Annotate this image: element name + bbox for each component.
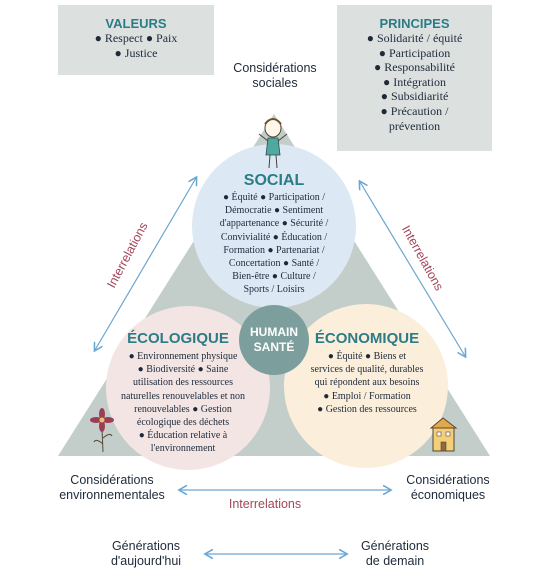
humain-sante-circle xyxy=(239,305,309,375)
label-line: d'aujourd'hui xyxy=(110,554,182,568)
generations-demain-label: Générations de demain xyxy=(350,539,440,569)
flower-icon xyxy=(90,408,114,453)
ecologique-line: ● Biodiversité ● Saine xyxy=(137,364,229,376)
label-line: Générations xyxy=(111,539,181,553)
label-line: Considérations xyxy=(406,473,490,487)
economique-line: qui répondent aux besoins xyxy=(314,377,420,389)
generations-aujourdhui-label: Générations d'aujourd'hui xyxy=(96,539,196,569)
ecologique-line: naturelles renouvelables et non xyxy=(120,390,246,402)
economique-line: services de qualité, durables xyxy=(310,364,424,376)
social-title: SOCIAL xyxy=(243,172,305,189)
social-line: Démocratie ● Sentiment xyxy=(224,205,324,217)
humain-sante-label: HUMAIN SANTÉ xyxy=(239,325,309,355)
label-line: économiques xyxy=(410,488,486,502)
ecologique-content: ● Environnement physique ● Biodiversité … xyxy=(106,350,260,456)
ecologique-line: l'environnement xyxy=(150,443,216,455)
social-line: Concertation ● Santé / xyxy=(228,258,320,270)
social-line: Sports / Loisirs xyxy=(243,284,305,296)
social-line: d'appartenance ● Sécurité / xyxy=(219,218,329,230)
valeurs-line: ● Respect ● Paix xyxy=(94,31,178,45)
principes-line: ● Responsabilité xyxy=(374,60,455,75)
principes-line: ● Intégration xyxy=(383,74,446,89)
left-interrelations-label: Interrelations xyxy=(104,220,150,290)
ecologique-line: écologique des déchets xyxy=(136,417,230,429)
valeurs-title: VALEURS xyxy=(105,16,167,31)
label-line: de demain xyxy=(365,554,425,568)
ecologique-title: ÉCOLOGIQUE xyxy=(127,330,229,347)
social-line: ● Équité ● Participation / xyxy=(222,192,326,203)
social-line: Bien-être ● Culture / xyxy=(232,271,316,283)
label-line: Générations xyxy=(360,539,430,553)
principes-title: PRINCIPES xyxy=(379,16,450,31)
valeurs-line: ● Justice xyxy=(114,45,158,60)
economique-line: ● Gestion des ressources xyxy=(317,403,417,415)
social-line: Formation ● Partenariat / xyxy=(223,244,325,256)
economique-line: ● Équité ● Biens et xyxy=(327,351,407,362)
valeurs-box: VALEURS ● Respect ● Paix ● Justice xyxy=(58,5,214,75)
centre-line: HUMAIN xyxy=(250,325,298,339)
social-content: ● Équité ● Participation / Démocratie ● … xyxy=(204,191,344,297)
principes-line: prévention xyxy=(388,118,441,133)
woman-figure-icon xyxy=(258,118,288,169)
considerations-economiques-label: Considérations économiques xyxy=(392,473,504,503)
label-line: Considérations xyxy=(233,61,317,75)
centre-line: SANTÉ xyxy=(253,340,295,354)
economique-content: ● Équité ● Biens et services de qualité,… xyxy=(294,350,440,416)
considerations-environnementales-label: Considérations environnementales xyxy=(42,473,182,503)
principes-line: ● Subsidiarité xyxy=(380,89,449,104)
ecologique-line: utilisation des ressources xyxy=(133,377,233,389)
bottom-interrelations-label: Interrelations xyxy=(228,497,302,511)
principes-line: ● Précaution / xyxy=(380,103,449,118)
social-line: Convivialité ● Éducation / xyxy=(220,231,328,243)
economique-title: ÉCONOMIQUE xyxy=(314,330,420,347)
ecologique-line: ● Environnement physique xyxy=(128,351,238,362)
ecologique-line: ● Éducation relative à xyxy=(138,430,228,442)
left-interrelation-arrow xyxy=(95,178,196,350)
label-line: environnementales xyxy=(59,488,165,502)
principes-box: PRINCIPES ● Solidarité / équité ● Partic… xyxy=(337,5,492,151)
house-icon xyxy=(429,417,458,452)
economique-line: ● Emploi / Formation xyxy=(323,390,411,402)
social-circle xyxy=(192,144,356,308)
ecologique-line: renouvelables ● Gestion xyxy=(134,403,232,415)
principes-line: ● Participation xyxy=(378,45,451,60)
label-line: Considérations xyxy=(70,473,154,487)
right-interrelation-arrow xyxy=(360,182,465,356)
principes-line: ● Solidarité / équité xyxy=(366,31,463,45)
label-line: sociales xyxy=(252,76,298,90)
considerations-sociales-label: Considérations sociales xyxy=(210,61,340,91)
